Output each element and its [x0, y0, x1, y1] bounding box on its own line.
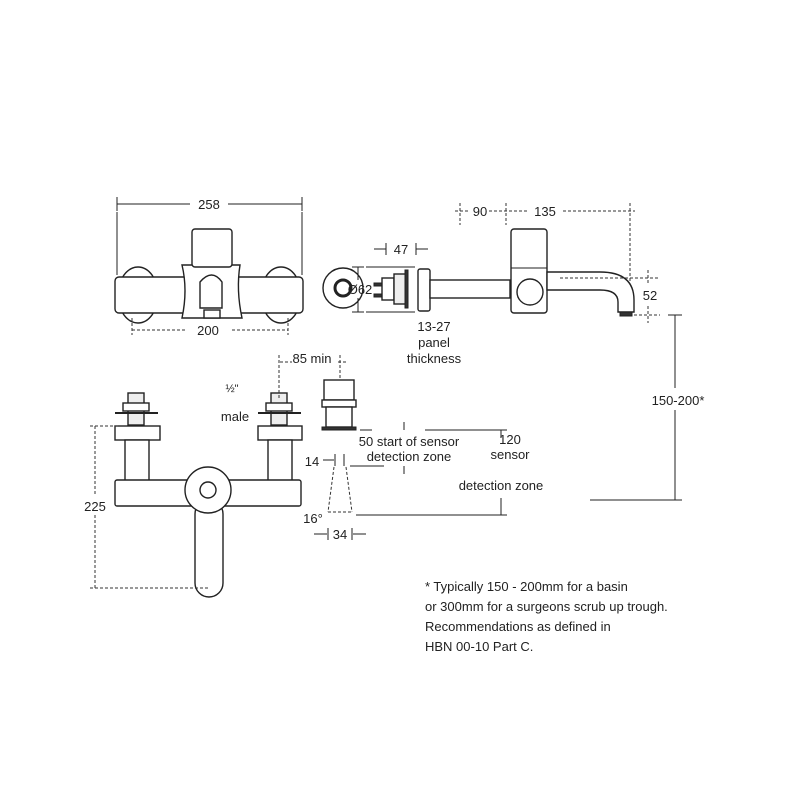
sensor-start-label-1: 50 start of sensor	[359, 434, 460, 449]
mounting-height: 150-200*	[590, 314, 705, 501]
dim-34: 34	[333, 527, 347, 542]
zone-label-1: 120	[499, 432, 521, 447]
dim-47: 47	[394, 242, 408, 257]
zone-label-3: detection zone	[459, 478, 544, 493]
dim-diameter-62: Ø62	[348, 282, 373, 297]
panel-label-3: thickness	[407, 351, 462, 366]
inlet-type: male	[221, 409, 249, 424]
dim-width-258: 258	[198, 197, 220, 212]
zone-label-2: sensor	[490, 447, 530, 462]
inlet-size: ½"	[225, 383, 238, 395]
dim-14: 14	[305, 454, 319, 469]
dim-centres-200: 200	[197, 323, 219, 338]
dim-135: 135	[534, 204, 556, 219]
note-line: or 300mm for a surgeons scrub up trough.	[425, 599, 668, 614]
dim-85-min: 85 min	[292, 351, 331, 366]
bottom-view: 225 ½" male	[84, 383, 303, 598]
rosette	[322, 267, 364, 309]
angle-16: 16°	[303, 511, 323, 526]
front-view: 258 200	[114, 197, 304, 338]
panel-label-1: 13-27	[417, 319, 450, 334]
panel-label-2: panel	[418, 335, 450, 350]
note-line: Recommendations as defined in	[425, 619, 611, 634]
sensor-view: 85 min 50 start of sensor detection zone…	[278, 351, 544, 542]
sensor-start-label-2: detection zone	[367, 449, 452, 464]
dim-225: 225	[84, 499, 106, 514]
dim-90: 90	[473, 204, 487, 219]
footnote: * Typically 150 - 200mm for a basin or 3…	[425, 579, 668, 654]
note-line: * Typically 150 - 200mm for a basin	[425, 579, 628, 594]
dim-52: 52	[643, 288, 657, 303]
side-view: 90 135 47 Ø62 52 13-27 panel thickness	[348, 203, 660, 366]
dim-150-200: 150-200*	[652, 393, 705, 408]
note-line: HBN 00-10 Part C.	[425, 639, 533, 654]
